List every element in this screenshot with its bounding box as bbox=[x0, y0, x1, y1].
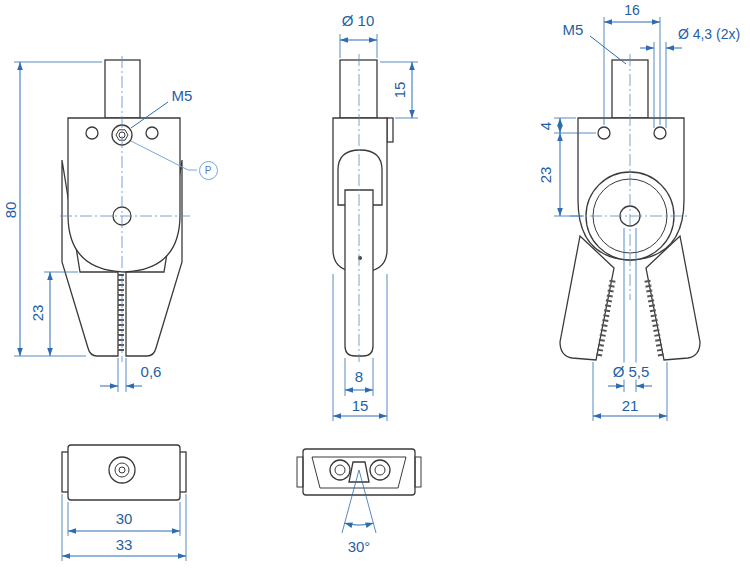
shaft bbox=[340, 60, 377, 118]
centerline bbox=[122, 56, 123, 362]
roller-bore bbox=[335, 465, 345, 475]
dimension-line bbox=[608, 386, 624, 387]
side-tab bbox=[415, 457, 421, 487]
bottom-view bbox=[297, 449, 421, 533]
centerline bbox=[359, 54, 360, 362]
centerline bbox=[630, 54, 631, 300]
dimension-label: 4 bbox=[537, 120, 554, 132]
housing bbox=[578, 118, 684, 260]
housing bbox=[68, 445, 180, 500]
extension-line bbox=[554, 118, 576, 119]
extension-line bbox=[593, 362, 594, 421]
leader-line bbox=[131, 141, 197, 170]
housing bbox=[303, 449, 415, 495]
hole bbox=[598, 127, 610, 139]
extension-line bbox=[654, 42, 655, 128]
hole bbox=[86, 127, 98, 139]
hole bbox=[654, 127, 666, 139]
extension-line bbox=[333, 274, 334, 421]
leader-line bbox=[590, 36, 626, 64]
callout-circle: P bbox=[199, 161, 218, 180]
dimension-line bbox=[593, 416, 667, 417]
front-view bbox=[14, 56, 197, 392]
extension-line bbox=[44, 272, 78, 273]
dimension-line bbox=[100, 386, 118, 387]
roller bbox=[330, 460, 350, 480]
dimension-label: 15 bbox=[350, 397, 371, 414]
port bbox=[115, 463, 129, 477]
callout-letter: P bbox=[205, 165, 212, 176]
dimension-line bbox=[412, 62, 413, 118]
dimension-label: 0,6 bbox=[139, 363, 164, 380]
dimension-line bbox=[560, 118, 561, 133]
serration bbox=[647, 278, 661, 356]
angle-arc bbox=[345, 523, 374, 525]
dimension-label: 80 bbox=[2, 200, 19, 221]
side-tab bbox=[297, 457, 303, 487]
hole bbox=[146, 127, 158, 139]
port-bore bbox=[119, 467, 125, 473]
dimension-label: 8 bbox=[353, 368, 365, 385]
dimension-label: M5 bbox=[561, 21, 586, 38]
extension-line bbox=[667, 362, 668, 421]
tab bbox=[387, 118, 393, 142]
shaft bbox=[109, 457, 135, 483]
shaft bbox=[105, 60, 140, 118]
dimension-label: 30 bbox=[114, 510, 135, 527]
dimension-label: 16 bbox=[622, 2, 642, 19]
extension-line bbox=[186, 494, 187, 561]
extension-line bbox=[554, 216, 584, 217]
side-view bbox=[333, 34, 418, 421]
roller bbox=[370, 460, 390, 480]
dimension-label: 23 bbox=[537, 165, 554, 186]
dimension-label: Ø 10 bbox=[340, 12, 377, 29]
top-view bbox=[62, 445, 186, 561]
dimension-label: 33 bbox=[114, 536, 135, 553]
dimension-label: 15 bbox=[391, 80, 408, 101]
dimension-line bbox=[604, 22, 660, 23]
extension-line bbox=[340, 34, 341, 58]
serration bbox=[118, 274, 124, 354]
dimension-line bbox=[636, 386, 652, 387]
serration bbox=[599, 278, 613, 356]
dimension-line bbox=[20, 62, 21, 356]
dimension-line bbox=[126, 386, 142, 387]
dimension-line bbox=[62, 556, 186, 557]
extension-line bbox=[14, 62, 102, 63]
dimension-line bbox=[560, 133, 561, 216]
extension-line bbox=[387, 274, 388, 421]
dimension-label: 21 bbox=[620, 397, 641, 414]
extension-line bbox=[377, 34, 378, 58]
dimension-line bbox=[50, 272, 51, 356]
dimension-line bbox=[640, 48, 654, 49]
dimension-label: Ø 4,3 (2x) bbox=[676, 26, 742, 43]
roller-bore bbox=[375, 465, 385, 475]
dimension-line bbox=[345, 390, 373, 391]
centerline bbox=[570, 216, 690, 217]
centerline bbox=[60, 216, 190, 217]
housing bbox=[68, 118, 180, 272]
serration bbox=[349, 462, 369, 482]
dimension-line bbox=[666, 48, 682, 49]
leader-line bbox=[131, 102, 168, 128]
dimension-line bbox=[340, 40, 377, 41]
extension-line bbox=[126, 358, 127, 392]
extension-line bbox=[604, 17, 605, 125]
dimension-line bbox=[68, 531, 180, 532]
extension-line bbox=[395, 118, 418, 119]
dimension-label: 30° bbox=[346, 538, 373, 555]
dimension-label: 23 bbox=[29, 303, 46, 324]
open-view bbox=[554, 17, 700, 421]
extension-line bbox=[660, 17, 661, 125]
extension-line bbox=[666, 42, 667, 128]
extension-line bbox=[118, 358, 119, 392]
dimension-line bbox=[333, 416, 387, 417]
dimension-label: M5 bbox=[170, 87, 195, 104]
jaw-section bbox=[312, 457, 406, 488]
dimension-label: Ø 5,5 bbox=[611, 363, 652, 380]
extension-line bbox=[62, 494, 63, 561]
